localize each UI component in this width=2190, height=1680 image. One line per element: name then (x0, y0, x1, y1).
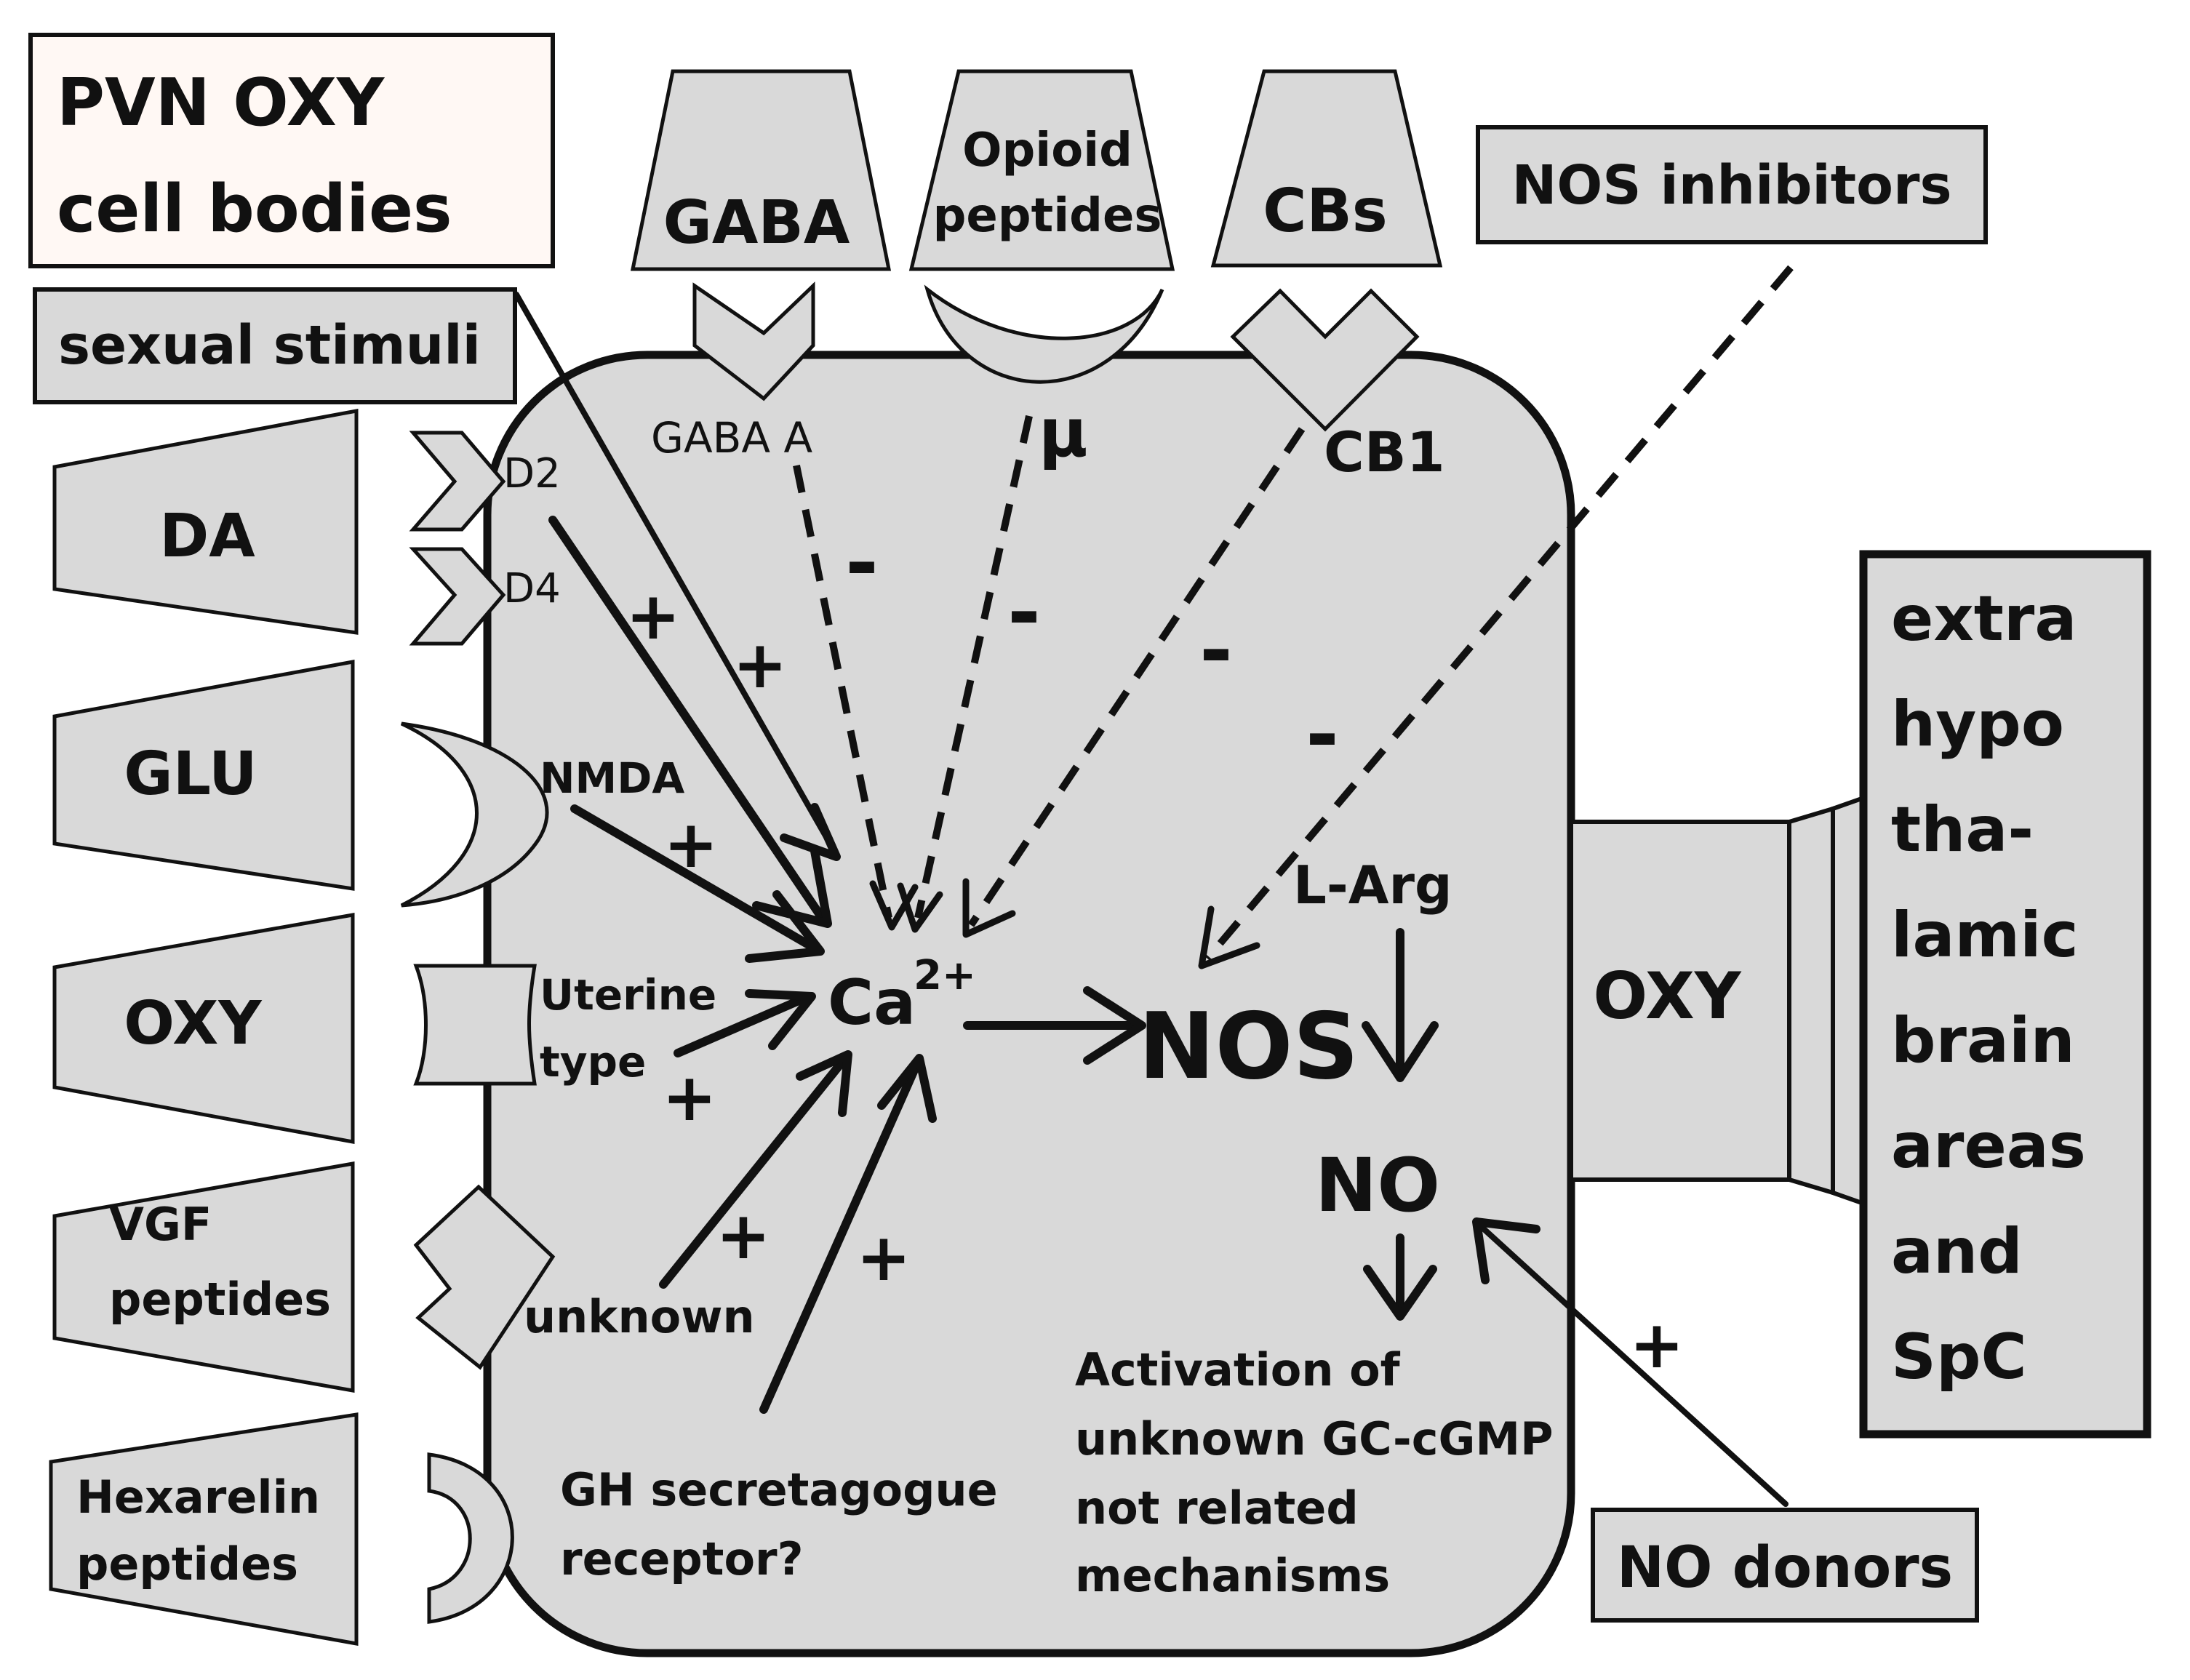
ghs-label-2: receptor? (560, 1532, 804, 1585)
extra-hypothalamic-box: extra hypo tha- lamic brain areas and Sp… (1859, 550, 2151, 1439)
extra-line-2: hypo (1891, 688, 2064, 761)
activation-line-1: Activation of (1075, 1343, 1401, 1396)
larg-label: L-Arg (1293, 855, 1452, 916)
uterine-label-1: Uterine (540, 970, 716, 1020)
unknown-receptor (413, 1184, 556, 1370)
plus-d2: + (626, 578, 680, 655)
nmda-receptor (400, 721, 549, 908)
arrow-nos-inhibitors (1204, 265, 1794, 961)
uterine-type-receptor (413, 964, 537, 1086)
d2-label: D2 (503, 450, 561, 497)
extra-line-7: and (1891, 1215, 2023, 1288)
no-donors-label: NO donors (1617, 1535, 1953, 1601)
cbs-terminal: CBs (1210, 69, 1443, 268)
minus-gaba: - (845, 516, 879, 609)
arrow-ghs (759, 1057, 922, 1414)
gaba-label: GABA (663, 188, 850, 257)
no-label: NO (1315, 1143, 1440, 1229)
oxy-terminal: OXY (52, 913, 355, 1144)
cb1-label: CB1 (1324, 420, 1445, 484)
unknown-label: unknown (524, 1290, 755, 1343)
arrow-mu (914, 415, 1033, 919)
plus-no-donors: + (1629, 1307, 1684, 1383)
gaba-terminal: GABA (630, 69, 892, 271)
arrow-gaba-a (793, 464, 892, 919)
vgf-label-1: VGF (109, 1198, 212, 1251)
effect-signs: + + + + + + + - - - - (626, 516, 1684, 1383)
activation-line-4: mechanisms (1075, 1549, 1390, 1602)
activation-line-2: unknown GC-cGMP (1075, 1412, 1554, 1465)
d4-label: D4 (503, 565, 561, 612)
ca-label: Ca (828, 967, 916, 1039)
title-line-2: cell bodies (57, 171, 452, 247)
mu-label: μ (1039, 394, 1088, 472)
da-terminal: DA (52, 408, 359, 635)
glu-label: GLU (124, 740, 257, 809)
opioid-label-1: Opioid (962, 124, 1132, 177)
cbs-label: CBs (1263, 177, 1388, 246)
inhibitory-arrows (793, 265, 1794, 969)
arrow-unknown (659, 1054, 850, 1289)
ca-superscript: 2+ (914, 952, 976, 999)
nmda-label: NMDA (540, 753, 684, 803)
minus-mu: - (1007, 566, 1041, 659)
d2-receptor (409, 431, 506, 532)
arrow-nmda (570, 804, 820, 953)
ghs-receptor (427, 1452, 514, 1624)
extra-line-5: brain (1891, 1004, 2075, 1077)
arrow-cb1 (967, 427, 1306, 927)
minus-nos-inhibitors: - (1306, 688, 1339, 781)
opioid-terminal: Opioid peptides (908, 69, 1175, 271)
arrow-no-donors (1479, 1225, 1789, 1507)
title-line-1: PVN OXY (57, 65, 385, 141)
hexarelin-label-1: Hexarelin (76, 1471, 320, 1524)
oxy-axon: OXY (1569, 783, 1897, 1218)
arrow-sexual-stimuli (513, 292, 838, 855)
plus-nmda: + (663, 807, 718, 883)
nos-label: NOS (1138, 993, 1359, 1100)
plus-ghs: + (856, 1220, 911, 1296)
hexarelin-terminal: Hexarelin peptides (49, 1412, 359, 1646)
da-label: DA (159, 502, 255, 571)
extra-line-8: SpC (1891, 1321, 2027, 1393)
oxy-axon-label: OXY (1593, 959, 1742, 1033)
plus-sexual: + (732, 627, 787, 703)
extra-line-6: areas (1891, 1110, 2086, 1183)
extra-line-4: lamic (1891, 899, 2079, 972)
activation-line-3: not related (1075, 1481, 1359, 1535)
opioid-label-2: peptides (933, 189, 1162, 243)
d4-receptor (409, 547, 506, 646)
arrow-d2 (548, 516, 828, 924)
title-box: PVN OXY cell bodies (28, 33, 555, 268)
vgf-terminal: VGF peptides (52, 1161, 355, 1393)
extra-line-3: tha- (1891, 793, 2034, 866)
gaba-a-label: GABA A (651, 413, 813, 463)
sexual-stimuli-label: sexual stimuli (58, 314, 481, 377)
cb1-receptor (1230, 288, 1420, 432)
ghs-label-1: GH secretagogue (560, 1463, 998, 1516)
gaba-a-receptor (692, 281, 815, 401)
no-donors-box: NO donors (1591, 1508, 1979, 1623)
uterine-label-2: type (540, 1037, 646, 1087)
mu-opioid-receptor (924, 284, 1164, 384)
sexual-stimuli-box: sexual stimuli (33, 287, 517, 404)
vgf-label-2: peptides (109, 1273, 331, 1326)
arrow-uterine (674, 992, 813, 1057)
glu-terminal: GLU (52, 660, 355, 891)
nos-inhibitors-box: NOS inhibitors (1476, 125, 1988, 244)
plus-unknown: + (716, 1198, 770, 1274)
stimulatory-arrows (513, 292, 1789, 1507)
plus-uterine: + (662, 1060, 716, 1136)
oxy-terminal-label: OXY (124, 989, 263, 1058)
nos-inhibitors-label: NOS inhibitors (1511, 154, 1951, 217)
minus-cb1: - (1199, 604, 1233, 697)
hexarelin-label-2: peptides (76, 1537, 298, 1591)
extra-line-1: extra (1891, 583, 2077, 655)
